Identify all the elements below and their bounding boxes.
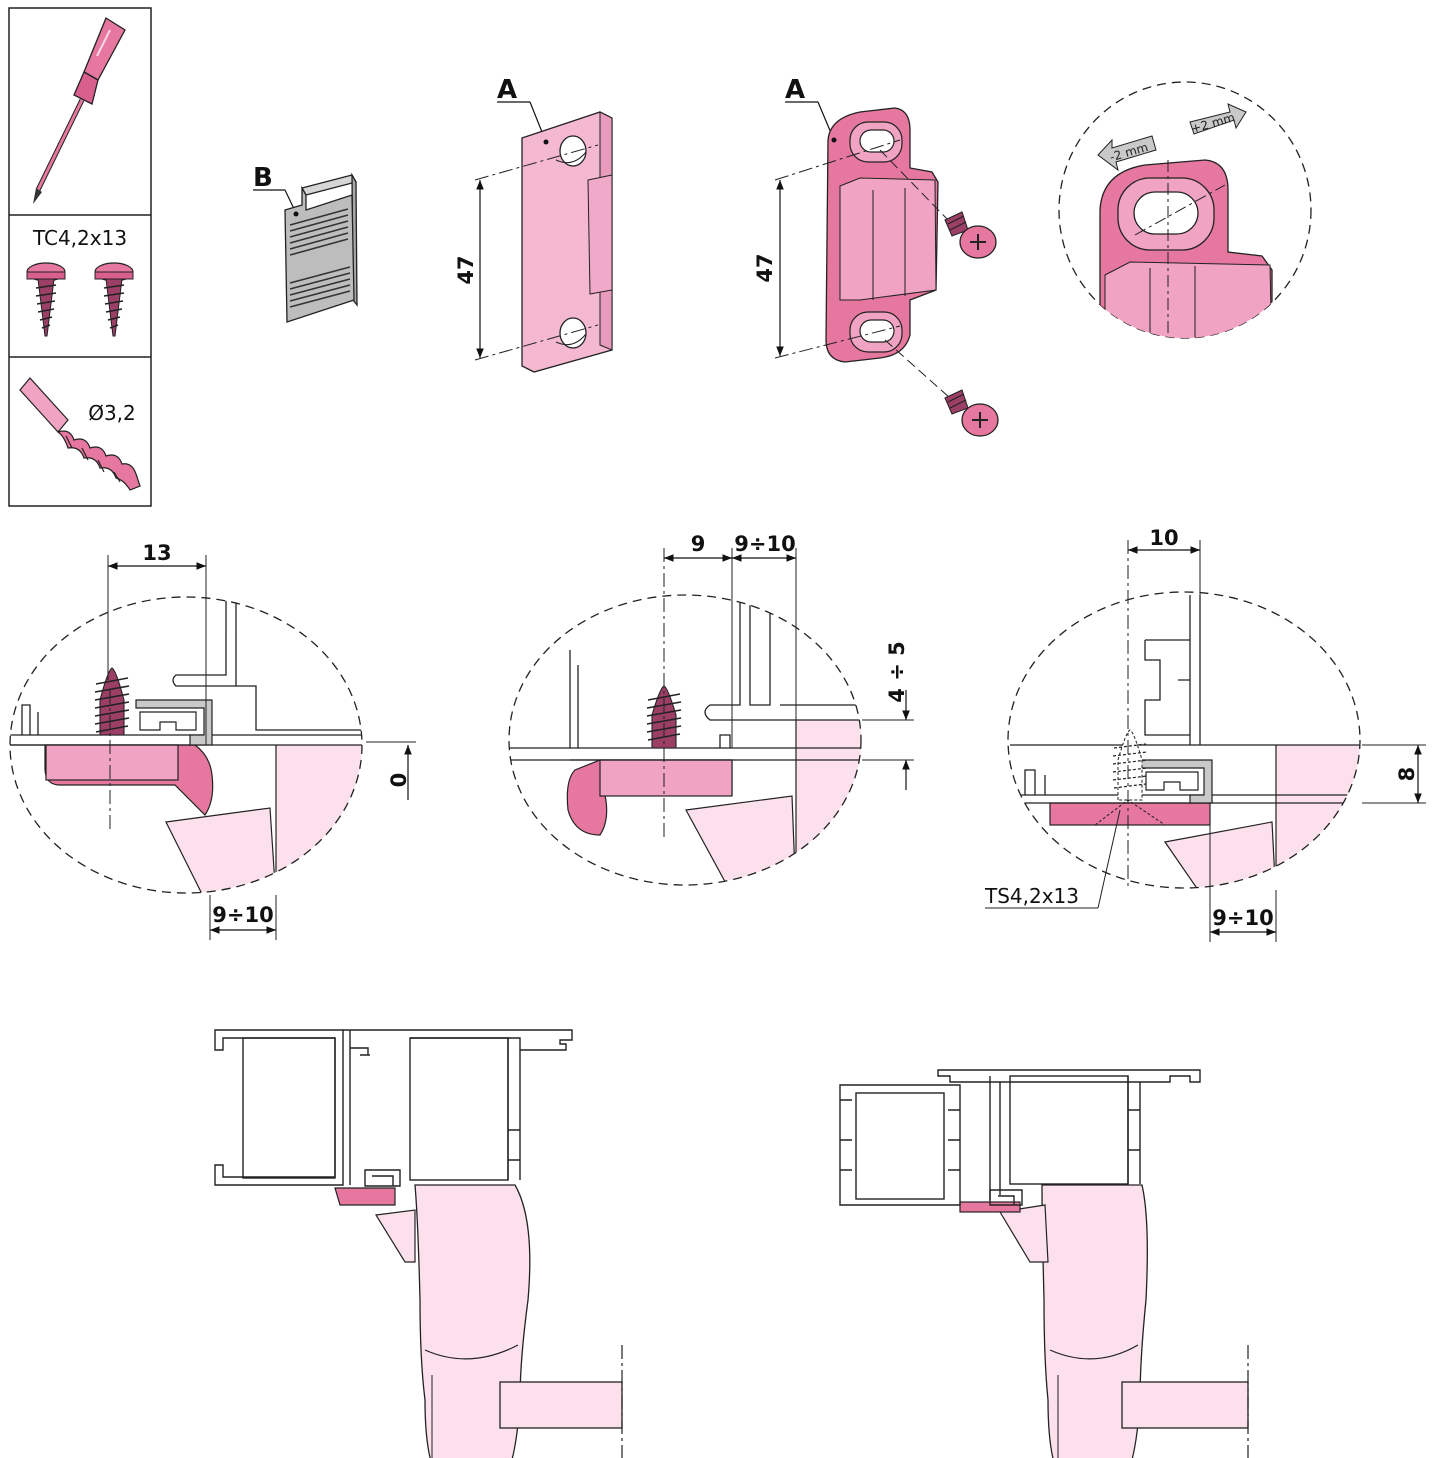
screw-icon	[1094, 729, 1166, 826]
d2-top-right-label: 9÷10	[734, 532, 795, 556]
screw-icon	[94, 667, 130, 736]
keeper-height-label: 47	[753, 253, 777, 282]
clip-icon	[284, 172, 358, 323]
drill-bit-icon	[19, 377, 141, 491]
adjust-plus-label: +2 mm	[1189, 110, 1236, 136]
part-b-label: B	[253, 163, 273, 193]
d2-side-label: 4 ÷ 5	[885, 641, 909, 702]
adjustment-detail: -2 mm +2 mm	[1058, 81, 1312, 339]
part-a-plate: A 47	[454, 75, 613, 373]
plate-height-label: 47	[454, 255, 478, 284]
part-a-label-1: A	[497, 75, 517, 105]
d3-bottom-label: 9÷10	[1212, 906, 1273, 930]
detail-3: 10 9÷10 8 TS4,2x13	[984, 526, 1426, 942]
arrow-right-icon: +2 mm	[1189, 103, 1247, 136]
screw-spec-label: TC4,2x13	[32, 226, 127, 250]
d3-top-label: 10	[1149, 526, 1178, 550]
profile-left	[214, 1029, 623, 1458]
part-b-clip: B	[253, 163, 358, 323]
drill-spec-label: Ø3,2	[88, 401, 136, 425]
profile-right	[839, 1069, 1249, 1458]
d3-screw-label: TS4,2x13	[984, 884, 1079, 908]
part-a-keeper: A 47	[753, 75, 999, 437]
d1-top-label: 13	[142, 541, 171, 565]
d2-top-left-label: 9	[691, 532, 706, 556]
screw-icon	[944, 389, 999, 437]
arrow-left-icon: -2 mm	[1097, 135, 1157, 172]
d1-bottom-label: 9÷10	[212, 903, 273, 927]
part-a-label-2: A	[785, 75, 805, 105]
detail-2: 9 9÷10 4 ÷ 5	[508, 532, 914, 886]
detail-1: 13 9÷10 0	[9, 541, 416, 940]
screw-icon	[94, 262, 134, 337]
screw-icon	[944, 211, 997, 259]
d1-side-label: 0	[387, 773, 411, 788]
d3-side-label: 8	[1395, 767, 1419, 782]
screw-icon	[26, 262, 66, 337]
tool-panel: TC4,2x13 Ø3,2	[8, 7, 152, 507]
screwdriver-icon	[33, 17, 126, 204]
